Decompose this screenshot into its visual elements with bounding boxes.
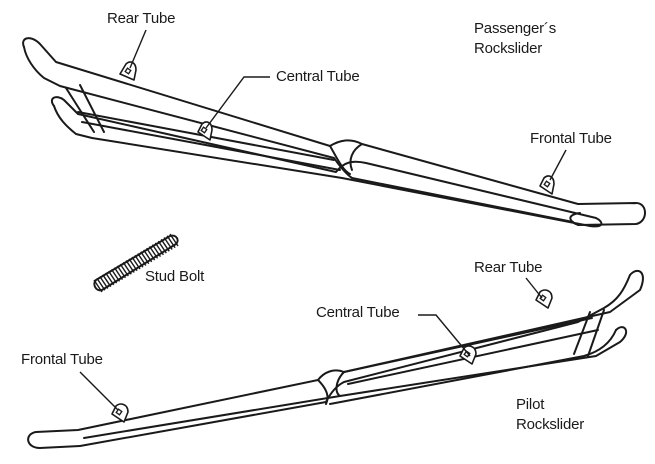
- pilot-rockslider-title-line1: Pilot: [516, 396, 545, 413]
- stud-bolt-thread: [146, 247, 156, 261]
- stud-bolt-thread: [113, 267, 124, 281]
- stud-bolt-thread: [99, 276, 109, 289]
- stud-bolt-thread: [131, 256, 141, 270]
- pilot-rockslider: [27, 270, 644, 449]
- stud-bolt-thread: [140, 251, 150, 265]
- passenger-rear-brace: [65, 84, 105, 133]
- stud-bolt-thread: [128, 258, 138, 272]
- pilot-frontal-tube-label: Frontal Tube: [21, 351, 103, 368]
- passenger-rear-tube-label: Rear Tube: [107, 10, 176, 27]
- pilot-middle-bend: [317, 371, 345, 405]
- passenger-central-tab-hole: [200, 126, 208, 134]
- pilot-frontal-tube-leader: [79, 371, 119, 411]
- stud-bolt-thread: [148, 245, 159, 259]
- passenger-rear-tab-hole: [124, 67, 132, 75]
- stud-bolt-thread: [125, 260, 135, 273]
- stud-bolt-thread: [157, 240, 167, 254]
- passenger-rockslider-title-line1: Passenger´s: [474, 20, 557, 37]
- stud-bolt-label: Stud Bolt: [145, 268, 205, 285]
- stud-bolt-thread: [110, 268, 121, 282]
- stud-bolt-thread: [163, 237, 173, 250]
- passenger-frontal-tab-hole: [543, 180, 551, 188]
- pilot-outer-rail-top: [27, 270, 644, 449]
- passenger-central-tube-label: Central Tube: [276, 68, 360, 85]
- pilot-inner-rail-bottom: [329, 329, 617, 405]
- pilot-central-tube-leader: [418, 314, 471, 357]
- stud-bolt-thread: [108, 270, 118, 284]
- stud-bolt-thread: [151, 244, 162, 258]
- stud-bolt-threads: [93, 233, 179, 293]
- pilot-rear-tube-leader: [525, 277, 543, 299]
- passenger-rockslider: [22, 29, 646, 228]
- stud-bolt-thread: [166, 235, 176, 249]
- stud-bolt-thread: [93, 279, 103, 293]
- stud-bolt-thread: [116, 265, 126, 279]
- pilot-frontal-tab-hole: [115, 408, 123, 416]
- stud-bolt-thread: [102, 274, 112, 288]
- stud-bolt-thread: [143, 249, 153, 263]
- passenger-frontal-tube-label: Frontal Tube: [530, 130, 612, 147]
- passenger-inner-rail-bottom: [53, 105, 591, 227]
- passenger-frontal-tube-leader: [549, 149, 567, 181]
- stud-bolt-thread: [137, 253, 147, 266]
- passenger-rockslider-title-line2: Rockslider: [474, 40, 543, 57]
- passenger-inner-rail-top: [50, 96, 603, 228]
- pilot-outer-rail-bottom: [79, 274, 631, 447]
- stud-bolt: [93, 233, 179, 293]
- pilot-rockslider-title-line2: Rockslider: [516, 416, 585, 433]
- stud-bolt-thread: [134, 254, 144, 268]
- passenger-rear-tube-leader: [129, 29, 147, 69]
- passenger-frontal-tab: [539, 175, 555, 195]
- stud-bolt-thread: [105, 272, 115, 286]
- stud-bolt-thread: [122, 261, 132, 275]
- pilot-rear-tube-label: Rear Tube: [474, 259, 543, 276]
- stud-bolt-thread: [154, 242, 164, 256]
- stud-bolt-thread: [119, 263, 129, 277]
- stud-bolt-thread: [169, 233, 179, 247]
- pilot-inner-rail-top: [83, 326, 628, 439]
- passenger-outer-rail-bottom: [23, 46, 574, 223]
- passenger-rear-tab: [119, 61, 137, 81]
- stud-bolt-thread: [96, 277, 106, 291]
- passenger-central-tube-leader: [205, 76, 270, 129]
- passenger-middle-bend: [329, 143, 363, 175]
- pilot-central-tube-label: Central Tube: [316, 304, 400, 321]
- stud-bolt-thread: [160, 238, 170, 252]
- passenger-central-brace: [77, 111, 341, 171]
